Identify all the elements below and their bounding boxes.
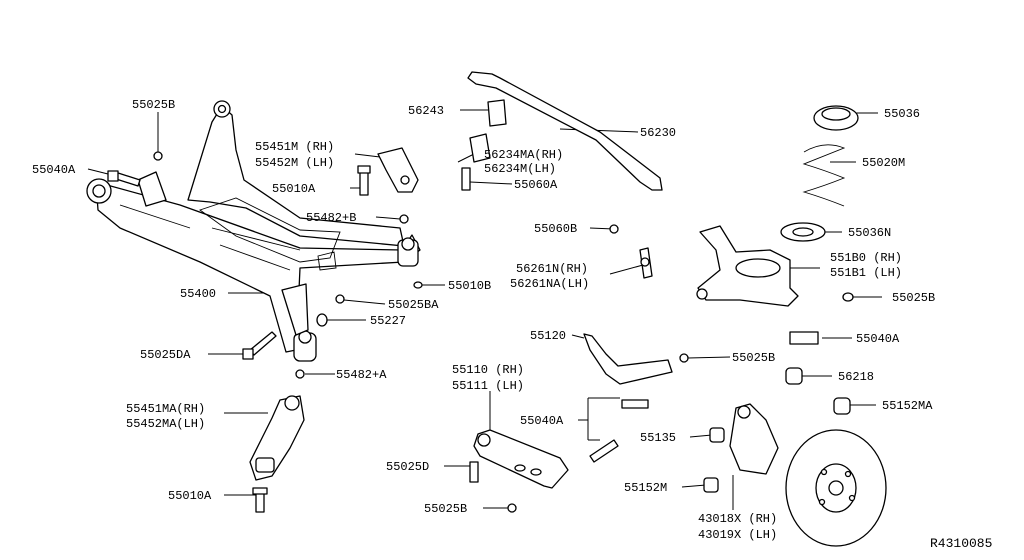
part-label: 56261N(RH) <box>516 262 588 276</box>
part-label: 56243 <box>408 104 444 118</box>
rear-lateral-link-55120 <box>583 331 851 493</box>
part-label: 56234M(LH) <box>484 162 556 176</box>
part-label: 56261NA(LH) <box>510 277 589 291</box>
part-label: 55025D <box>386 460 429 474</box>
part-label: 55010A <box>272 182 316 196</box>
lower-link-55451ma <box>249 395 305 513</box>
part-label: 55135 <box>640 431 676 445</box>
lower-arm-55110 <box>469 429 569 513</box>
upper-link-55451m <box>377 147 419 193</box>
diagram-reference-code: R4310085 <box>930 536 992 551</box>
trailing-arm-551b0 <box>696 225 854 307</box>
part-label: 55120 <box>530 329 566 343</box>
part-label: 55025B <box>132 98 175 112</box>
part-label: 55020M <box>862 156 905 170</box>
part-label: 55025B <box>424 502 467 516</box>
part-label: 55036 <box>884 107 920 121</box>
part-label: 551B0 (RH) <box>830 251 902 265</box>
part-label: 55025B <box>892 291 935 305</box>
part-label: 55482+B <box>306 211 356 225</box>
part-label: 55452MA(LH) <box>126 417 205 431</box>
part-label: 55451M (RH) <box>255 140 334 154</box>
part-label: 55040A <box>520 414 564 428</box>
spring-stack <box>780 105 859 242</box>
part-label: 55111 (LH) <box>452 379 524 393</box>
part-label: 55060B <box>534 222 577 236</box>
leader-lines <box>87 109 882 510</box>
part-label: 55060A <box>514 178 558 192</box>
stabilizer-bar-56230 <box>461 71 663 279</box>
part-label: 55025BA <box>388 298 439 312</box>
part-label: 55010B <box>448 279 491 293</box>
part-label: 55400 <box>180 287 216 301</box>
knuckle-and-rotor <box>729 403 887 547</box>
part-label: 55010A <box>168 489 212 503</box>
part-label: 55110 (RH) <box>452 363 524 377</box>
subframe-fasteners <box>107 151 423 379</box>
part-label: 55025B <box>732 351 775 365</box>
part-label: 55452M (LH) <box>255 156 334 170</box>
part-label: 43019X (LH) <box>698 528 777 542</box>
part-label: 56234MA(RH) <box>484 148 563 162</box>
part-label: 55482+A <box>336 368 387 382</box>
part-label: 55036N <box>848 226 891 240</box>
part-labels: 55025B 55040A 55451M (RH) 55452M (LH) 55… <box>32 98 992 551</box>
part-label: 55152M <box>624 481 667 495</box>
part-label: 56230 <box>640 126 676 140</box>
part-label: 55040A <box>32 163 76 177</box>
part-label: 551B1 (LH) <box>830 266 902 280</box>
part-label: 55227 <box>370 314 406 328</box>
rear-subframe-55400 <box>86 100 421 362</box>
part-label: 43018X (RH) <box>698 512 777 526</box>
part-label: 55152MA <box>882 399 933 413</box>
part-label: 55040A <box>856 332 900 346</box>
part-label: 55025DA <box>140 348 191 362</box>
part-label: 55451MA(RH) <box>126 402 205 416</box>
part-label: 56218 <box>838 370 874 384</box>
